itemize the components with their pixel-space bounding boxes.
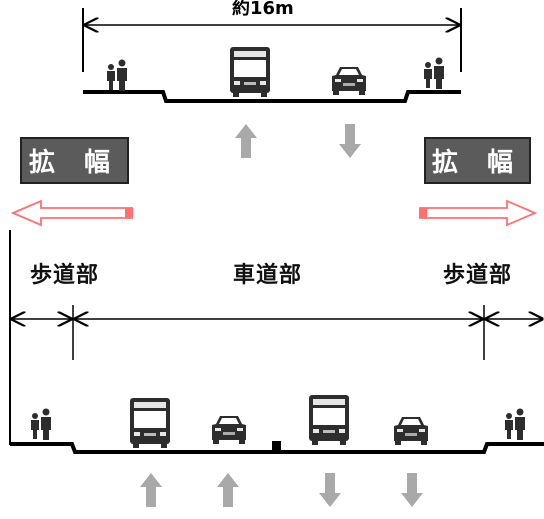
top-width-label: 約16m — [232, 0, 294, 19]
arrow-down-icon — [319, 473, 341, 507]
widen-badge-right: 拡 幅 — [424, 137, 531, 184]
median-block — [272, 441, 281, 450]
sidewalk-label-left: 歩道部 — [30, 263, 100, 288]
widen-badge-left: 拡 幅 — [20, 137, 129, 184]
arrow-up-icon — [217, 473, 239, 507]
car-icon — [394, 417, 428, 445]
pedestrian-icon — [424, 57, 444, 89]
bottom-dimension-line — [9, 230, 542, 445]
car-icon — [332, 67, 366, 95]
arrow-up-icon — [235, 124, 257, 158]
road-profile-current — [83, 90, 461, 103]
sidewalk-label-right: 歩道部 — [443, 263, 513, 288]
pedestrian-icon — [505, 408, 525, 440]
car-icon — [212, 416, 246, 444]
arrow-down-icon — [401, 473, 423, 507]
roadway-label: 車道部 — [233, 263, 303, 288]
bus-icon — [130, 398, 170, 448]
arrow-down-icon — [339, 124, 361, 158]
widen-arrow-right-icon — [419, 199, 538, 227]
road-profile-widened — [10, 442, 544, 454]
pedestrian-icon — [31, 408, 51, 440]
bus-icon — [230, 47, 270, 97]
pedestrian-icon — [107, 59, 127, 91]
bus-icon — [309, 395, 349, 445]
widen-arrow-left-icon — [10, 199, 133, 227]
top-dimension-line — [82, 8, 462, 72]
arrow-up-icon — [140, 473, 162, 507]
